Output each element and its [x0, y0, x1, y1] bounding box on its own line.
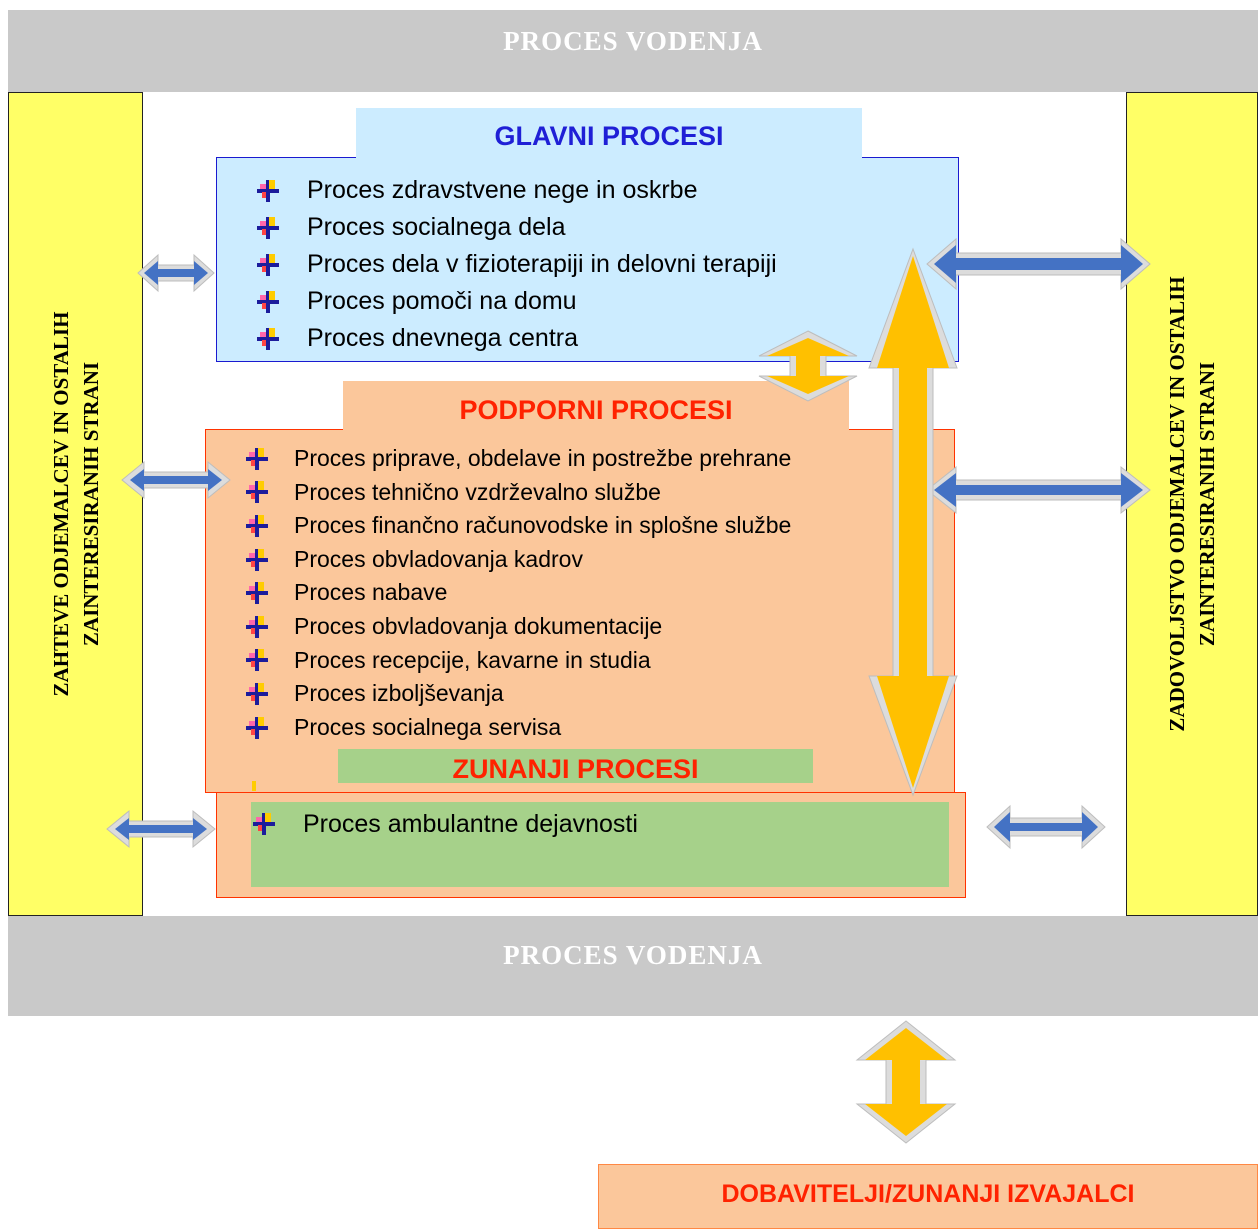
process-item: Proces obvladovanja kadrov: [246, 543, 954, 577]
plus-bullet-icon: [246, 481, 268, 504]
process-item: Proces dnevnega centra: [257, 320, 958, 357]
plus-bullet-icon: [257, 290, 279, 313]
right-support-double-arrow-icon: [926, 465, 1151, 515]
process-item-label: Proces tehnično vzdrževalno službe: [294, 478, 661, 505]
left-support-double-arrow-icon: [120, 458, 232, 502]
left-label-line2: ZAINTERESIRANIH STRANI: [78, 361, 103, 647]
process-item: Proces tehnično vzdrževalno službe: [246, 476, 954, 510]
plus-bullet-icon: [253, 813, 275, 835]
support-processes-title: PODPORNI PROCESI: [343, 381, 849, 431]
plus-bullet-icon: [257, 327, 279, 350]
left-requirements-column: ZAHTEVE ODJEMALCEV IN OSTALIH ZAINTERESI…: [8, 92, 143, 916]
plus-bullet-icon: [246, 649, 268, 672]
right-main-double-arrow-icon: [926, 237, 1151, 291]
process-item-label: Proces dela v fizioterapiji in delovni t…: [307, 250, 777, 278]
process-item-label: Proces zdravstvene nege in oskrbe: [307, 176, 698, 204]
left-main-double-arrow-icon: [136, 251, 216, 295]
process-item: Proces nabave: [246, 576, 954, 610]
top-band-proces-vodenja: PROCES VODENJA: [8, 10, 1258, 92]
process-item-label: Proces nabave: [294, 579, 448, 606]
plus-bullet-icon: [246, 582, 268, 605]
external-processes-title: ZUNANJI PROCESI: [338, 749, 813, 784]
process-item: Proces obvladovanja dokumentacije: [246, 610, 954, 644]
support-processes-box: Proces priprave, obdelave in postrežbe p…: [205, 429, 955, 793]
process-item: Proces ambulantne dejavnosti: [253, 804, 949, 844]
plus-bullet-icon: [246, 548, 268, 571]
plus-bullet-icon: [246, 615, 268, 638]
main-support-vertical-arrow-icon: [758, 330, 858, 402]
process-item: Proces socialnega servisa: [246, 711, 954, 745]
process-item-label: Proces ambulantne dejavnosti: [303, 810, 638, 838]
process-item: Proces zdravstvene nege in oskrbe: [257, 172, 958, 209]
plus-bullet-icon: [246, 447, 268, 470]
process-item: Proces izboljševanja: [246, 677, 954, 711]
suppliers-vertical-arrow-icon: [855, 1020, 957, 1144]
process-item: Proces dela v fizioterapiji in delovni t…: [257, 246, 958, 283]
stray-bullet-mark: [252, 781, 256, 791]
external-processes-list: Proces ambulantne dejavnosti: [253, 804, 949, 844]
right-label-line2: ZAINTERESIRANIH STRANI: [1195, 361, 1219, 647]
process-item-label: Proces izboljševanja: [294, 680, 504, 707]
process-item: Proces socialnega dela: [257, 209, 958, 246]
process-item-label: Proces dnevnega centra: [307, 324, 579, 352]
plus-bullet-icon: [246, 716, 268, 739]
left-label-line1: ZAHTEVE ODJEMALCEV IN OSTALIH: [48, 311, 73, 697]
process-item-label: Proces socialnega dela: [307, 213, 566, 241]
process-item-label: Proces pomoči na domu: [307, 287, 577, 315]
right-satisfaction-column: ZADOVOLJSTVO ODJEMALCEV IN OSTALIH ZAINT…: [1126, 92, 1258, 916]
process-item-label: Proces obvladovanja dokumentacije: [294, 612, 663, 639]
left-external-double-arrow-icon: [105, 807, 217, 851]
external-processes-inner: Proces ambulantne dejavnosti: [251, 802, 949, 887]
process-item: Proces pomoči na domu: [257, 283, 958, 320]
plus-bullet-icon: [257, 216, 279, 239]
process-item-label: Proces socialnega servisa: [294, 713, 562, 740]
plus-bullet-icon: [246, 682, 268, 705]
right-satisfaction-label: ZADOVOLJSTVO ODJEMALCEV IN OSTALIH ZAINT…: [1162, 276, 1222, 731]
plus-bullet-icon: [246, 514, 268, 537]
process-item: Proces recepcije, kavarne in studia: [246, 644, 954, 678]
process-item: Proces priprave, obdelave in postrežbe p…: [246, 442, 954, 476]
main-processes-title: GLAVNI PROCESI: [356, 108, 862, 160]
left-requirements-label: ZAHTEVE ODJEMALCEV IN OSTALIH ZAINTERESI…: [46, 312, 106, 697]
process-item-label: Proces priprave, obdelave in postrežbe p…: [294, 445, 792, 471]
bottom-band-proces-vodenja: PROCES VODENJA: [8, 916, 1258, 1016]
plus-bullet-icon: [257, 253, 279, 276]
suppliers-box: DOBAVITELJI/ZUNANJI IZVAJALCI: [598, 1164, 1258, 1229]
process-item-label: Proces finančno računovodske in splošne …: [294, 512, 792, 539]
process-item-label: Proces obvladovanja kadrov: [294, 545, 583, 572]
support-processes-list: Proces priprave, obdelave in postrežbe p…: [246, 442, 954, 744]
plus-bullet-icon: [257, 179, 279, 202]
right-external-double-arrow-icon: [986, 804, 1106, 850]
process-item-label: Proces recepcije, kavarne in studia: [294, 646, 651, 673]
right-label-line1: ZADOVOLJSTVO ODJEMALCEV IN OSTALIH: [1165, 276, 1189, 732]
long-vertical-arrow-icon: [868, 247, 958, 797]
process-item: Proces finančno računovodske in splošne …: [246, 509, 954, 543]
